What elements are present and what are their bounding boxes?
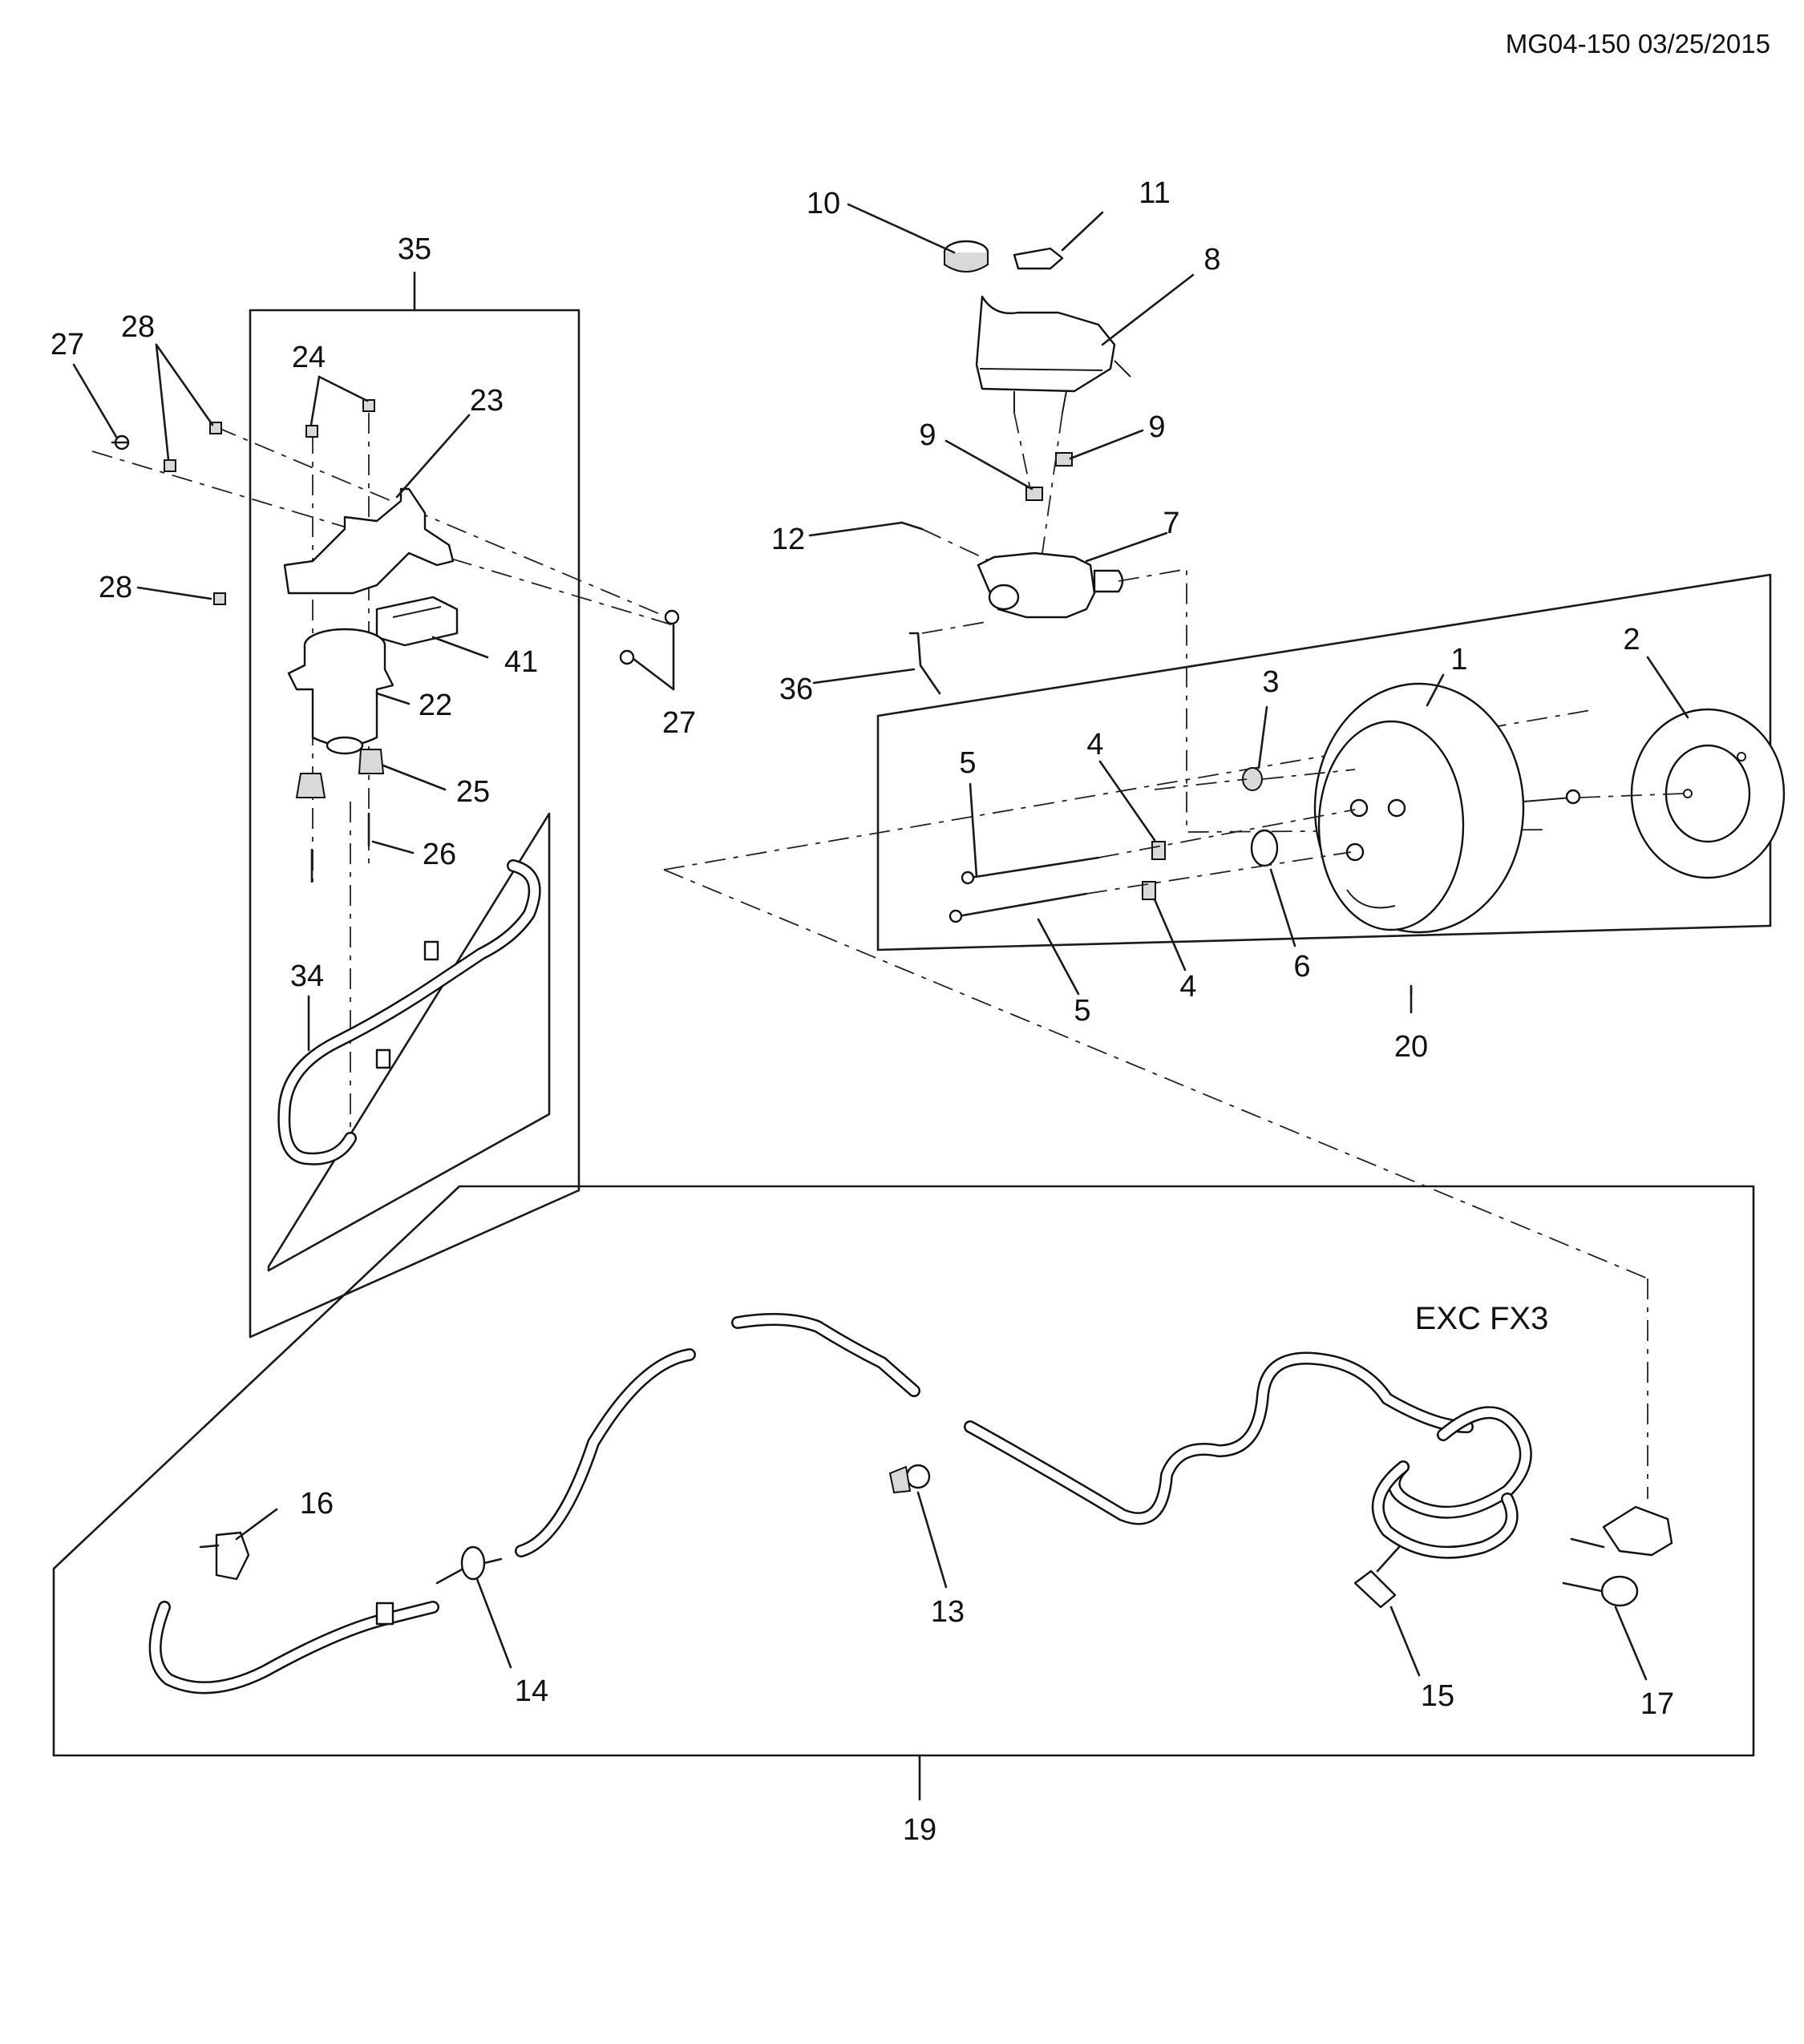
level-sensor-icon	[1013, 247, 1064, 270]
callout-27: 27	[662, 706, 696, 740]
hose-34-icon	[277, 859, 541, 1165]
pump-assembly-group: 35 27 28 28 24 23 41 22 25 26 27 34	[51, 232, 696, 1339]
callout-20: 20	[1394, 1030, 1428, 1064]
callout-12: 12	[771, 523, 805, 556]
pressure-sensor-icon	[1353, 1569, 1397, 1609]
spacer-icon	[1151, 841, 1166, 860]
callout-4: 4	[1179, 970, 1196, 1004]
hose-clamp-icon	[375, 1602, 394, 1626]
callout-10: 10	[807, 187, 840, 220]
callout-11: 11	[1139, 176, 1170, 210]
callout-34: 34	[290, 959, 324, 993]
nut-24-icon	[362, 399, 375, 412]
check-valve-icon	[435, 1545, 503, 1585]
booster-assembly-group: 5 5 4 4 3 1 2 6 20	[663, 573, 1786, 1499]
callout-25: 25	[456, 775, 490, 809]
stud-icon	[957, 892, 1088, 918]
pump-connector-icon	[375, 596, 459, 647]
group-35-frame	[249, 309, 580, 1339]
callout-3: 3	[1262, 665, 1279, 699]
bolt-27-icon	[111, 434, 130, 450]
callout-26: 26	[423, 838, 456, 871]
grommet-icon	[358, 749, 385, 774]
callout-1: 1	[1450, 643, 1467, 677]
seal-9-icon	[1055, 452, 1073, 467]
document-reference: MG04-150 03/25/2015	[1506, 29, 1770, 59]
callout-24: 24	[292, 341, 326, 374]
hose-clip-icon	[888, 1464, 931, 1494]
callout-5: 5	[959, 746, 976, 780]
callout-22: 22	[419, 689, 452, 722]
vacuum-hose-group: EXC FX3	[52, 1185, 1755, 1847]
hose-clip-icon	[423, 940, 439, 961]
callout-17: 17	[1640, 1687, 1674, 1721]
callout-14: 14	[515, 1674, 548, 1708]
vacuum-valve-icon	[1562, 1505, 1673, 1607]
group-20-frame	[876, 573, 1772, 951]
quick-connector-icon	[199, 1531, 250, 1581]
callout-28: 28	[121, 310, 155, 344]
callout-41: 41	[504, 645, 538, 679]
sensor-harness-icon	[908, 632, 941, 695]
pump-bracket-icon	[283, 487, 455, 595]
booster-gasket-icon	[1630, 708, 1786, 879]
o-ring-icon	[1250, 829, 1279, 867]
callout-35: 35	[398, 232, 431, 266]
hose-clip-icon	[375, 1048, 391, 1069]
group-34-frame	[267, 812, 551, 1272]
seal-9-icon	[1025, 487, 1043, 501]
grommet-icon	[295, 773, 326, 798]
spacer-icon	[1142, 881, 1156, 900]
variant-note: EXC FX3	[1415, 1301, 1549, 1336]
retaining-pin-icon	[900, 521, 924, 531]
master-cylinder-group: 10 11 8 9 9 12 7 36	[771, 176, 1548, 833]
callout-13: 13	[931, 1595, 965, 1629]
brake-booster-icon	[1313, 682, 1581, 934]
brake-fluid-reservoir-icon	[975, 295, 1116, 393]
nut-24-icon	[305, 425, 318, 438]
callout-7: 7	[1163, 507, 1179, 540]
callout-9: 9	[919, 418, 936, 452]
callout-8: 8	[1203, 243, 1220, 277]
group-19-frame	[52, 1185, 1755, 1757]
callout-15: 15	[1421, 1679, 1454, 1713]
nut-28-icon	[213, 592, 226, 605]
callout-36: 36	[779, 673, 813, 706]
callout-27: 27	[51, 328, 84, 362]
callout-6: 6	[1293, 950, 1310, 984]
callout-19: 19	[903, 1813, 936, 1847]
callout-23: 23	[470, 384, 504, 418]
vacuum-hose-icon	[515, 1348, 696, 1557]
callout-28: 28	[99, 571, 132, 604]
callout-4: 4	[1086, 728, 1103, 761]
callout-9: 9	[1148, 410, 1165, 444]
callout-5: 5	[1074, 994, 1090, 1028]
callout-2: 2	[1623, 623, 1640, 656]
nut-28-icon	[164, 459, 176, 472]
callout-16: 16	[300, 1487, 334, 1521]
alignment-line	[216, 426, 662, 616]
bolt-27-icon	[619, 609, 680, 665]
stud-icon	[969, 856, 1100, 879]
vacuum-pump-icon	[287, 628, 394, 755]
